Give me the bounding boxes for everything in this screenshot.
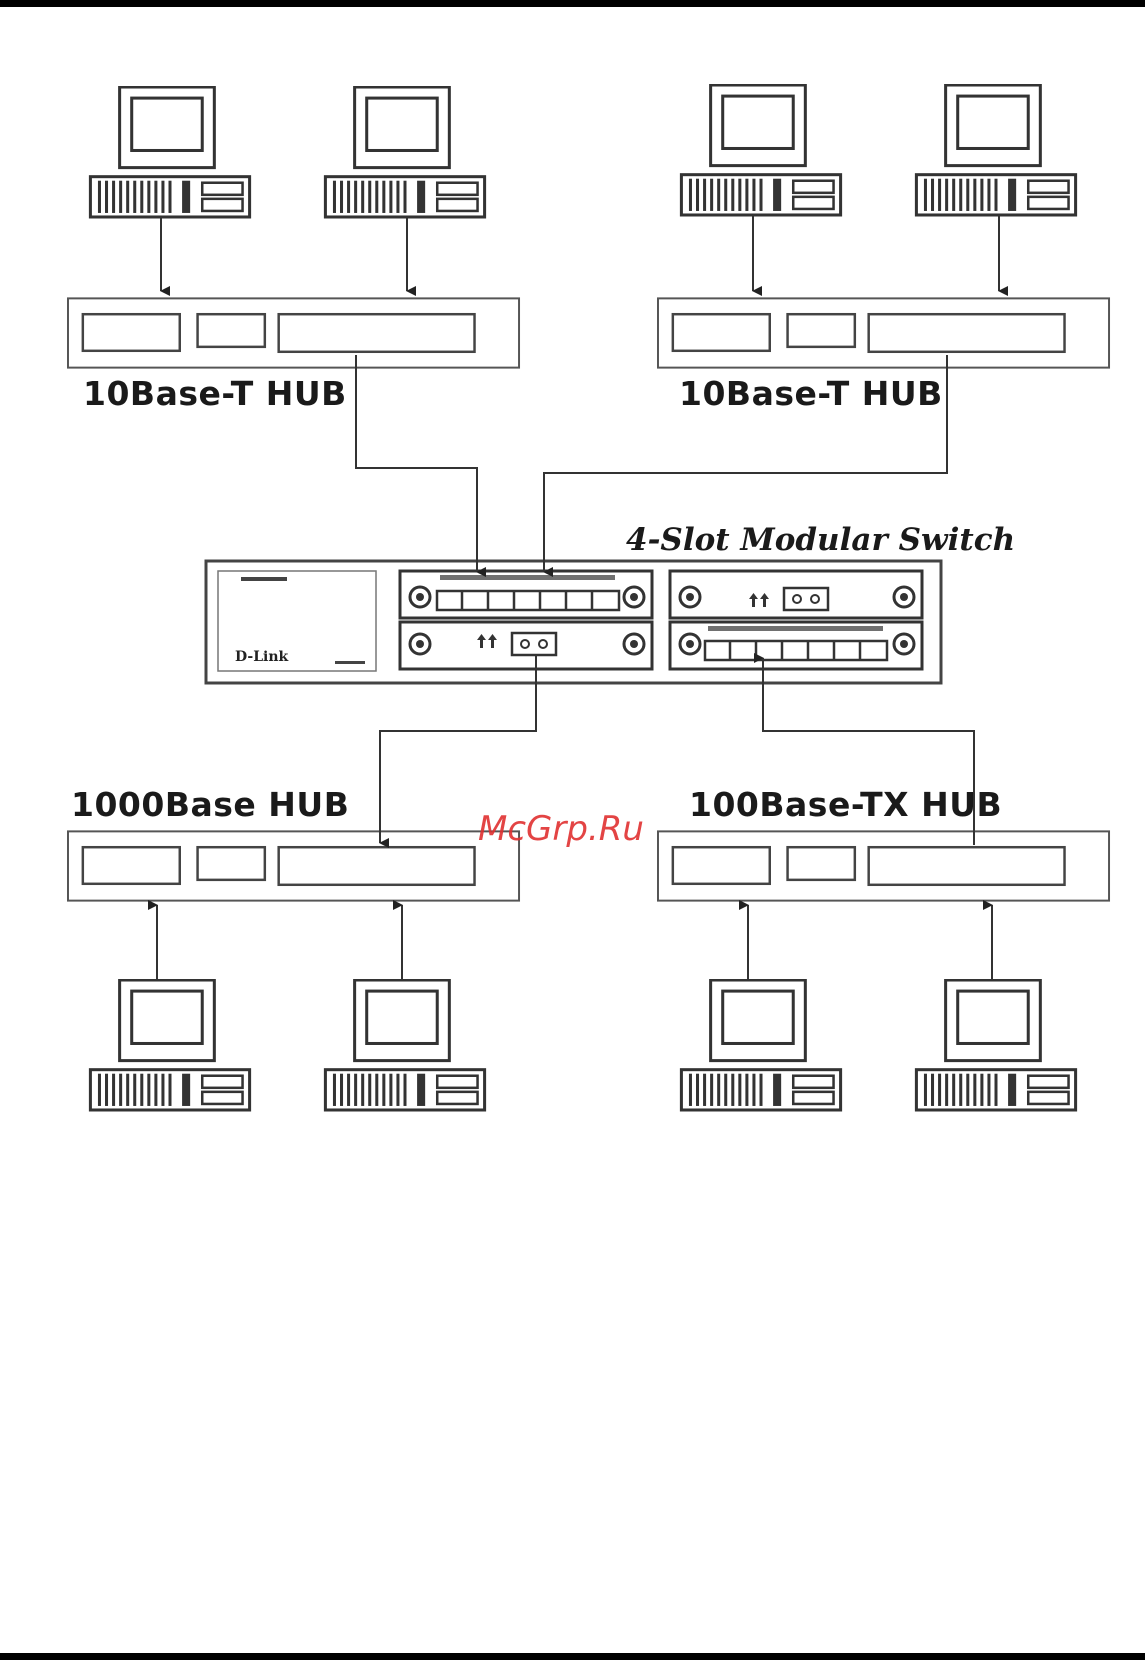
link-hub-top-left-to-switch <box>356 355 477 572</box>
computer-bottom-2 <box>325 980 484 1110</box>
hub-bottom-right <box>658 831 1109 900</box>
hub-label-top-left: 10Base-T HUB <box>83 374 347 413</box>
computer-bottom-3 <box>681 980 840 1110</box>
hub-label-top-right: 10Base-T HUB <box>679 374 943 413</box>
watermark: McGrp.Ru <box>478 809 644 849</box>
switch-brand-logo: D-Link <box>235 649 288 665</box>
hub-top-left <box>68 298 519 367</box>
modular-switch <box>206 561 941 683</box>
computer-top-2 <box>325 87 484 217</box>
hub-bottom-left <box>68 831 519 900</box>
hub-label-bottom-left: 1000Base HUB <box>71 785 349 824</box>
computer-top-3 <box>681 85 840 215</box>
computer-top-1 <box>90 87 249 217</box>
hub-label-bottom-right: 100Base-TX HUB <box>689 785 1002 824</box>
switch-title: 4-Slot Modular Switch <box>626 522 1015 558</box>
hub-top-right <box>658 298 1109 367</box>
computer-bottom-4 <box>916 980 1075 1110</box>
computer-bottom-1 <box>90 980 249 1110</box>
computer-top-4 <box>916 85 1075 215</box>
